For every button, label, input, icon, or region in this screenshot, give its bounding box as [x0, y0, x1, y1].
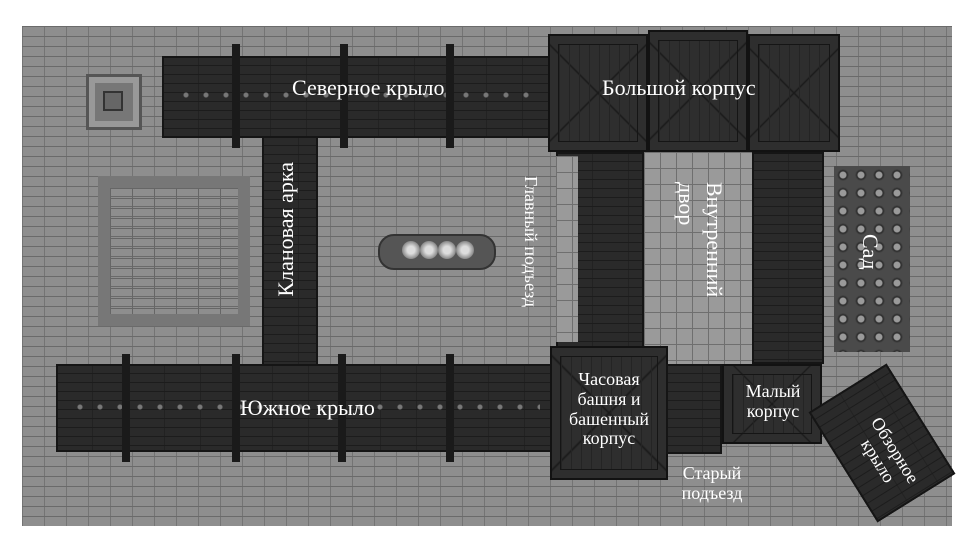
paved-square	[98, 176, 250, 326]
north-wing-ornament	[176, 92, 536, 98]
east-range-building	[752, 152, 824, 364]
old-entrance-building	[666, 364, 722, 454]
small-building-label: Малый корпус	[745, 381, 801, 421]
clan-arch-building	[262, 136, 318, 368]
main-entrance-label: Главный подъезд	[520, 176, 541, 308]
north-wing-pillar	[446, 44, 454, 148]
disc-icon	[420, 241, 438, 259]
north-wing-label: Северное крыло	[292, 75, 445, 100]
inner-courtyard	[644, 152, 752, 364]
south-wing-pillar	[122, 354, 130, 462]
north-wing-pillar	[340, 44, 348, 148]
south-wing-pillar	[446, 354, 454, 462]
main-building-roof	[648, 30, 748, 152]
inner-court-label: Внутренний двор	[674, 182, 727, 298]
south-wing-label: Южное крыло	[240, 395, 375, 420]
south-wing-pillar	[232, 354, 240, 462]
ornamental-plaque	[378, 234, 496, 270]
garden-label: Сад	[858, 234, 884, 270]
clock-tower-roof	[550, 346, 668, 480]
disc-icon	[438, 241, 456, 259]
old-entrance-label: Старый подъезд	[681, 463, 743, 503]
clan-arch-label: Клановая арка	[273, 162, 298, 297]
entrance-lattice	[556, 156, 578, 342]
south-wing-ornament	[70, 404, 540, 410]
main-building-label: Большой корпус	[602, 75, 756, 100]
small-building-roof	[722, 364, 822, 444]
south-wing-pillar	[338, 354, 346, 462]
clock-tower-label: Часовая башня и башенный корпус	[569, 369, 649, 449]
garden-area	[834, 166, 910, 352]
main-building-roof	[548, 34, 648, 152]
fountain-icon	[86, 74, 142, 130]
main-building-roof	[748, 34, 840, 152]
disc-icon	[456, 241, 474, 259]
disc-icon	[402, 241, 420, 259]
north-wing-pillar	[232, 44, 240, 148]
